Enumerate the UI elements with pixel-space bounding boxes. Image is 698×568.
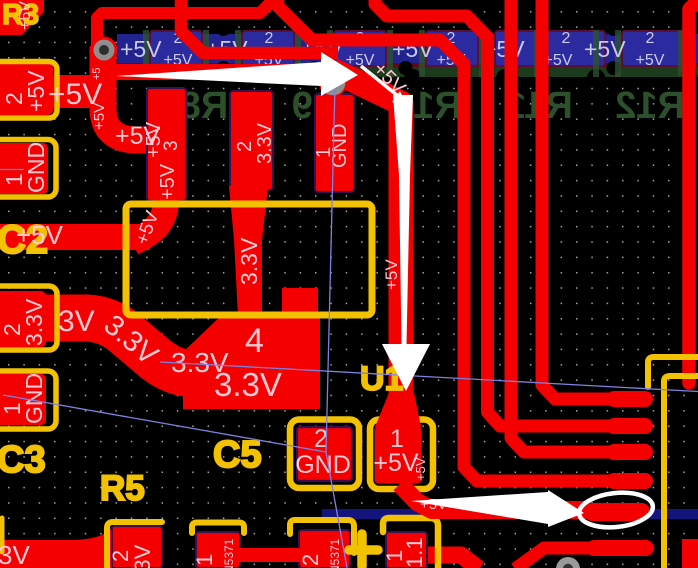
svg-text:R5: R5 bbox=[100, 469, 145, 508]
svg-text:1: 1 bbox=[382, 550, 407, 562]
svg-text:1: 1 bbox=[313, 147, 335, 158]
svg-text:+5V: +5V bbox=[544, 52, 573, 69]
svg-text:+5V: +5V bbox=[16, 220, 64, 250]
svg-text:3.3V: 3.3V bbox=[254, 122, 276, 164]
svg-text:2: 2 bbox=[298, 554, 323, 566]
svg-text:N5371: N5371 bbox=[222, 538, 236, 568]
svg-text:+5V: +5V bbox=[346, 52, 375, 69]
svg-text:1: 1 bbox=[1, 173, 27, 186]
svg-text:1: 1 bbox=[390, 425, 404, 453]
svg-text:+5V: +5V bbox=[120, 36, 162, 62]
svg-text:GND: GND bbox=[295, 451, 351, 479]
svg-text:2: 2 bbox=[108, 550, 133, 562]
svg-text:2: 2 bbox=[174, 30, 183, 47]
svg-text:3.3V: 3.3V bbox=[21, 298, 47, 346]
svg-text:R3: R3 bbox=[2, 0, 39, 31]
svg-text:C2: C2 bbox=[0, 218, 48, 262]
svg-text:R8: R8 bbox=[180, 85, 229, 127]
svg-text:N5371: N5371 bbox=[328, 538, 342, 568]
svg-text:3.3V: 3.3V bbox=[236, 237, 262, 285]
svg-text:3.3V: 3.3V bbox=[130, 544, 155, 568]
svg-text:+5V: +5V bbox=[48, 78, 102, 111]
svg-text:2: 2 bbox=[562, 30, 571, 47]
svg-text:2: 2 bbox=[314, 425, 328, 453]
svg-text:+5V: +5V bbox=[115, 122, 161, 150]
svg-text:2: 2 bbox=[646, 30, 655, 47]
svg-text:+5V: +5V bbox=[373, 449, 419, 477]
svg-text:3V: 3V bbox=[58, 305, 95, 338]
svg-text:+5V: +5V bbox=[382, 259, 401, 290]
svg-text:R12: R12 bbox=[615, 85, 685, 127]
svg-text:+5V: +5V bbox=[143, 121, 165, 158]
svg-text:2: 2 bbox=[0, 323, 25, 336]
svg-text:+5V: +5V bbox=[584, 36, 626, 62]
svg-text:C3: C3 bbox=[0, 439, 46, 481]
svg-text:2: 2 bbox=[1, 92, 27, 105]
svg-text:+5V: +5V bbox=[636, 52, 665, 69]
svg-text:1: 1 bbox=[0, 402, 25, 415]
svg-text:+5V: +5V bbox=[157, 163, 179, 200]
svg-text:+5V: +5V bbox=[17, 1, 34, 30]
svg-text:1.1: 1.1 bbox=[402, 537, 427, 568]
svg-text:2: 2 bbox=[447, 30, 456, 47]
svg-text:+5V: +5V bbox=[91, 103, 108, 130]
svg-text:4: 4 bbox=[245, 322, 264, 360]
svg-text:+5V: +5V bbox=[413, 457, 428, 481]
svg-text:+5: +5 bbox=[91, 67, 103, 80]
svg-text:1: 1 bbox=[192, 554, 217, 566]
svg-text:3.3V: 3.3V bbox=[214, 366, 282, 403]
svg-text:3: 3 bbox=[161, 140, 182, 151]
svg-text:2: 2 bbox=[265, 30, 274, 47]
svg-text:GND: GND bbox=[23, 142, 49, 193]
svg-text:+5V: +5V bbox=[23, 70, 49, 112]
svg-text:3V: 3V bbox=[0, 540, 30, 568]
svg-text:U1: U1 bbox=[360, 360, 403, 398]
svg-text:GND: GND bbox=[329, 124, 351, 168]
svg-text:C5: C5 bbox=[213, 434, 262, 476]
svg-text:2: 2 bbox=[234, 141, 256, 152]
